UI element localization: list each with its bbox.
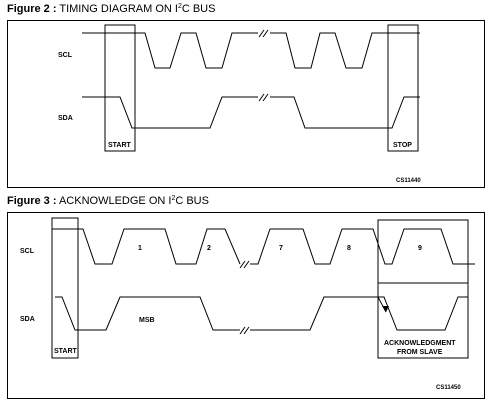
fig2-scl-waveform (82, 32, 258, 69)
fig3-msb-label: MSB (139, 317, 155, 324)
fig2-scl-waveform-2 (270, 32, 420, 69)
fig3-pulse-label-8: 8 (347, 245, 351, 252)
fig2-start-label: START (108, 142, 132, 149)
fig2-stop-box (387, 24, 419, 152)
fig2-sda-break (258, 93, 269, 102)
figure-2-frame (7, 20, 485, 188)
fig3-pulse-label-1: 1 (138, 245, 142, 252)
fig3-ack-label-line1: ACKNOWLEDGMENT (384, 340, 456, 347)
fig3-pulse-label-2: 2 (207, 245, 211, 252)
fig2-stop-label: STOP (393, 142, 412, 149)
fig3-sda-waveform (55, 296, 240, 331)
figure-3-number: Figure 3 : (7, 195, 57, 207)
figure-2-title: Figure 2 : TIMING DIAGRAM ON I2C BUS (7, 3, 216, 15)
fig3-pulse-label-7: 7 (279, 245, 283, 252)
figure-2-number: Figure 2 : (7, 3, 57, 15)
fig3-scl-break (239, 260, 250, 269)
fig3-pulse-label-9: 9 (418, 245, 422, 252)
fig3-scl-label: SCL (20, 248, 35, 255)
fig3-sda-break (239, 326, 250, 335)
fig2-sda-waveform (82, 96, 258, 129)
fig3-scl-waveform-2 (250, 228, 475, 265)
fig3-start-label: START (54, 348, 78, 355)
figure-3-title: Figure 3 : ACKNOWLEDGE ON I2C BUS (7, 195, 209, 207)
fig3-sda-waveform-2 (250, 296, 378, 331)
fig2-start-box (104, 24, 136, 152)
figure-3-frame (7, 212, 485, 399)
fig3-scl-waveform (52, 228, 241, 265)
fig3-start-box (51, 217, 79, 359)
fig2-sda-label: SDA (58, 115, 73, 122)
fig3-sda-label: SDA (20, 316, 35, 323)
fig2-sda-waveform-2 (270, 96, 420, 129)
fig3-ack-box (377, 219, 469, 359)
fig3-ack-sda-waveform (378, 296, 468, 331)
fig2-scl-break (258, 29, 269, 38)
fig3-ack-label-line2: FROM SLAVE (397, 349, 443, 356)
fig2-scl-label: SCL (58, 52, 73, 59)
fig3-ack-arrowhead (382, 306, 389, 312)
fig2-code: CS11440 (396, 178, 421, 184)
fig3-code: CS11450 (436, 385, 461, 391)
